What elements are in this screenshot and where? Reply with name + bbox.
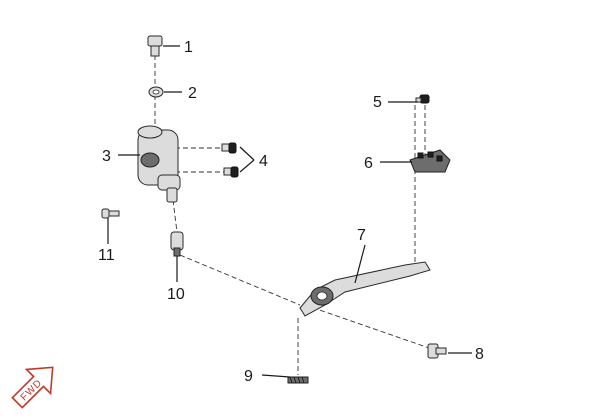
callout-5: 5 [373, 94, 382, 111]
fwd-arrow-icon: FWD [11, 366, 54, 409]
callout-8: 8 [475, 346, 484, 363]
fwd-label: FWD [19, 377, 45, 403]
callout-9: 9 [244, 368, 253, 385]
part-bolt-top [147, 35, 163, 57]
callout-7: 7 [357, 227, 366, 244]
part-return-spring [287, 376, 309, 384]
assembly-lines [154, 55, 436, 375]
callout-10: 10 [167, 286, 185, 303]
callout-2: 2 [188, 85, 197, 102]
callout-4: 4 [259, 153, 268, 170]
callout-1: 1 [184, 39, 193, 56]
part-master-cylinder [137, 125, 181, 203]
part-washer [148, 86, 164, 98]
part-pedal-step [409, 149, 451, 173]
callout-6: 6 [364, 155, 373, 172]
part-clevis [170, 231, 184, 257]
callout-3: 3 [102, 148, 111, 165]
part-mounting-bolts [221, 142, 239, 178]
part-pivot-bolt [427, 343, 447, 359]
part-small-bolt [415, 94, 430, 104]
callout-11: 11 [98, 247, 115, 264]
part-brake-pedal-lever [299, 261, 431, 317]
part-pin-bolt [101, 208, 120, 219]
leader-lines [107, 45, 472, 378]
